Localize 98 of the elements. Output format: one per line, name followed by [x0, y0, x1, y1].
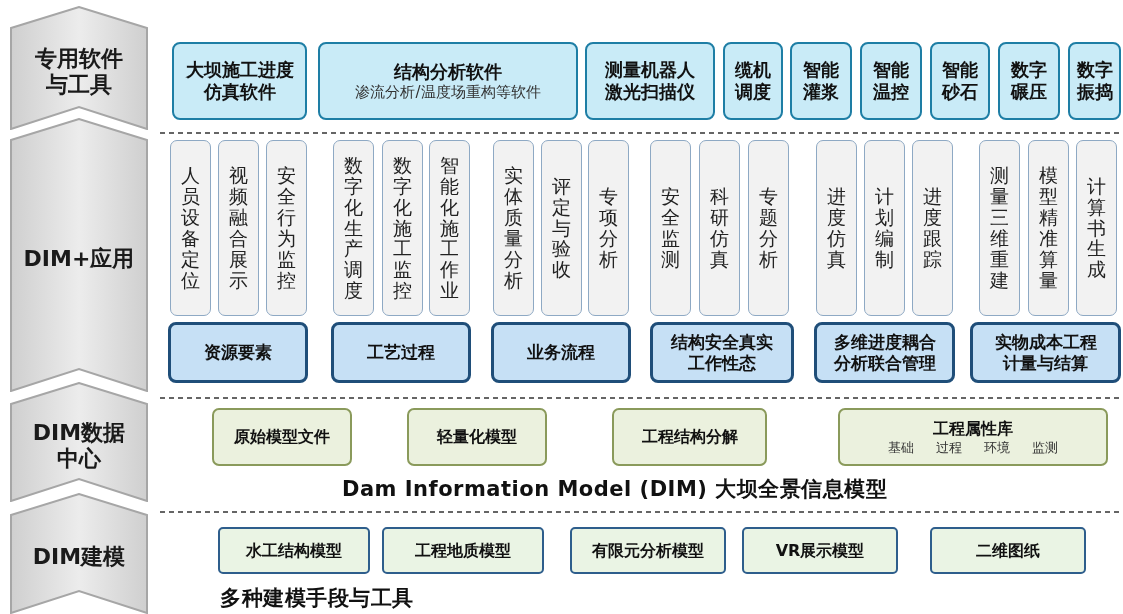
layer-title: DIM建模 [32, 544, 126, 571]
box-label: 进度跟踪 [923, 186, 942, 270]
box-label: 缆机调度 [735, 59, 771, 103]
data-box [407, 408, 547, 466]
box-sublabel: 渗流分析/温度场重构等软件 [355, 82, 541, 101]
software-box [860, 42, 922, 120]
function-box [382, 140, 423, 316]
software-box [318, 42, 578, 120]
box-label: 工程地质模型 [415, 540, 511, 561]
function-box [1076, 140, 1117, 316]
data-box [212, 408, 352, 466]
box-label: 视频融合展示 [229, 165, 248, 291]
category-box [970, 322, 1121, 383]
software-box [723, 42, 783, 120]
function-box [650, 140, 691, 316]
box-label: 测量三维重建 [990, 165, 1009, 291]
box-label: 安全监测 [661, 186, 680, 270]
function-box [541, 140, 582, 316]
box-label: 测量机器人激光扫描仪 [605, 59, 695, 103]
box-label: 水工结构模型 [246, 540, 342, 561]
box-label: 业务流程 [527, 342, 595, 363]
box-label: 实体质量分析 [504, 165, 523, 291]
box-label: 大坝施工进度仿真软件 [185, 59, 294, 103]
model-box [930, 527, 1086, 574]
box-label: 智能砂石 [942, 59, 978, 103]
attribute-label: 过程 [936, 439, 962, 456]
box-label: 计算书生成 [1087, 175, 1106, 281]
layer-caption: Dam Information Model (DIM) 大坝全景信息模型 [342, 476, 888, 503]
function-box [1028, 140, 1069, 316]
layer-title: DIM数据中心 [31, 419, 127, 473]
function-box [170, 140, 211, 316]
category-box [491, 322, 631, 383]
box-label: 计划编制 [875, 186, 894, 270]
software-box [998, 42, 1060, 120]
function-box [864, 140, 905, 316]
box-label: 多维进度耦合分析联合管理 [833, 332, 936, 373]
data-box [612, 408, 767, 466]
function-box [493, 140, 534, 316]
layer-title: 专用软件与工具 [35, 45, 123, 99]
box-label: 数字振捣 [1076, 59, 1113, 103]
category-box [814, 322, 955, 383]
box-label: 工艺过程 [367, 342, 435, 363]
function-box [748, 140, 789, 316]
software-box [585, 42, 715, 120]
box-label: 专题分析 [759, 186, 778, 270]
category-box [650, 322, 794, 383]
box-label: 实物成本工程计量与结算 [994, 332, 1097, 373]
layer-banner [10, 382, 148, 502]
function-box [218, 140, 259, 316]
attribute-label: 基础 [888, 439, 914, 456]
box-label: 数字碾压 [1011, 59, 1047, 103]
layer-banner [10, 6, 148, 130]
model-box [218, 527, 370, 574]
box-label: 人员设备定位 [181, 165, 200, 291]
tools-note: 多种建模手段与工具 [220, 585, 414, 612]
box-label: 智能化施工作业 [440, 154, 459, 302]
layer-title: DIM+应用 [23, 245, 135, 273]
box-label: 资源要素 [204, 342, 272, 363]
box-label: VR展示模型 [775, 540, 865, 561]
box-label: 工程结构分解 [641, 427, 738, 447]
box-label: 模型精准算量 [1039, 165, 1058, 291]
software-box [790, 42, 852, 120]
model-box [382, 527, 544, 574]
box-label: 评定与验收 [552, 175, 571, 281]
attribute-label: 环境 [984, 439, 1010, 456]
box-label: 智能温控 [873, 59, 909, 103]
box-label: 科研仿真 [710, 186, 729, 270]
box-label: 数字化生产调度 [344, 154, 363, 302]
model-box [570, 527, 726, 574]
box-label: 有限元分析模型 [592, 540, 704, 561]
function-box [979, 140, 1020, 316]
box-label: 数字化施工监控 [393, 154, 412, 302]
attribute-label: 监测 [1032, 439, 1058, 456]
layer-banner [10, 493, 148, 614]
category-box [168, 322, 308, 383]
function-box [429, 140, 470, 316]
function-box [816, 140, 857, 316]
function-box [266, 140, 307, 316]
box-label: 二维图纸 [976, 540, 1040, 561]
box-label: 智能灌浆 [803, 59, 839, 103]
function-box [912, 140, 953, 316]
software-box [172, 42, 307, 120]
box-label: 结构分析软件 [394, 61, 502, 83]
box-label: 工程属性库 [933, 418, 1013, 438]
box-label: 原始模型文件 [234, 427, 330, 447]
function-box [588, 140, 629, 316]
function-box [699, 140, 740, 316]
model-box [742, 527, 898, 574]
function-box [333, 140, 374, 316]
software-box [930, 42, 990, 120]
box-label: 进度仿真 [827, 186, 846, 270]
box-label: 结构安全真实工作性态 [671, 332, 773, 373]
software-box [1068, 42, 1121, 120]
category-box [331, 322, 471, 383]
box-label: 轻量化模型 [437, 427, 517, 447]
box-label: 专项分析 [599, 186, 618, 270]
data-box [838, 408, 1108, 466]
box-label: 安全行为监控 [277, 165, 296, 291]
